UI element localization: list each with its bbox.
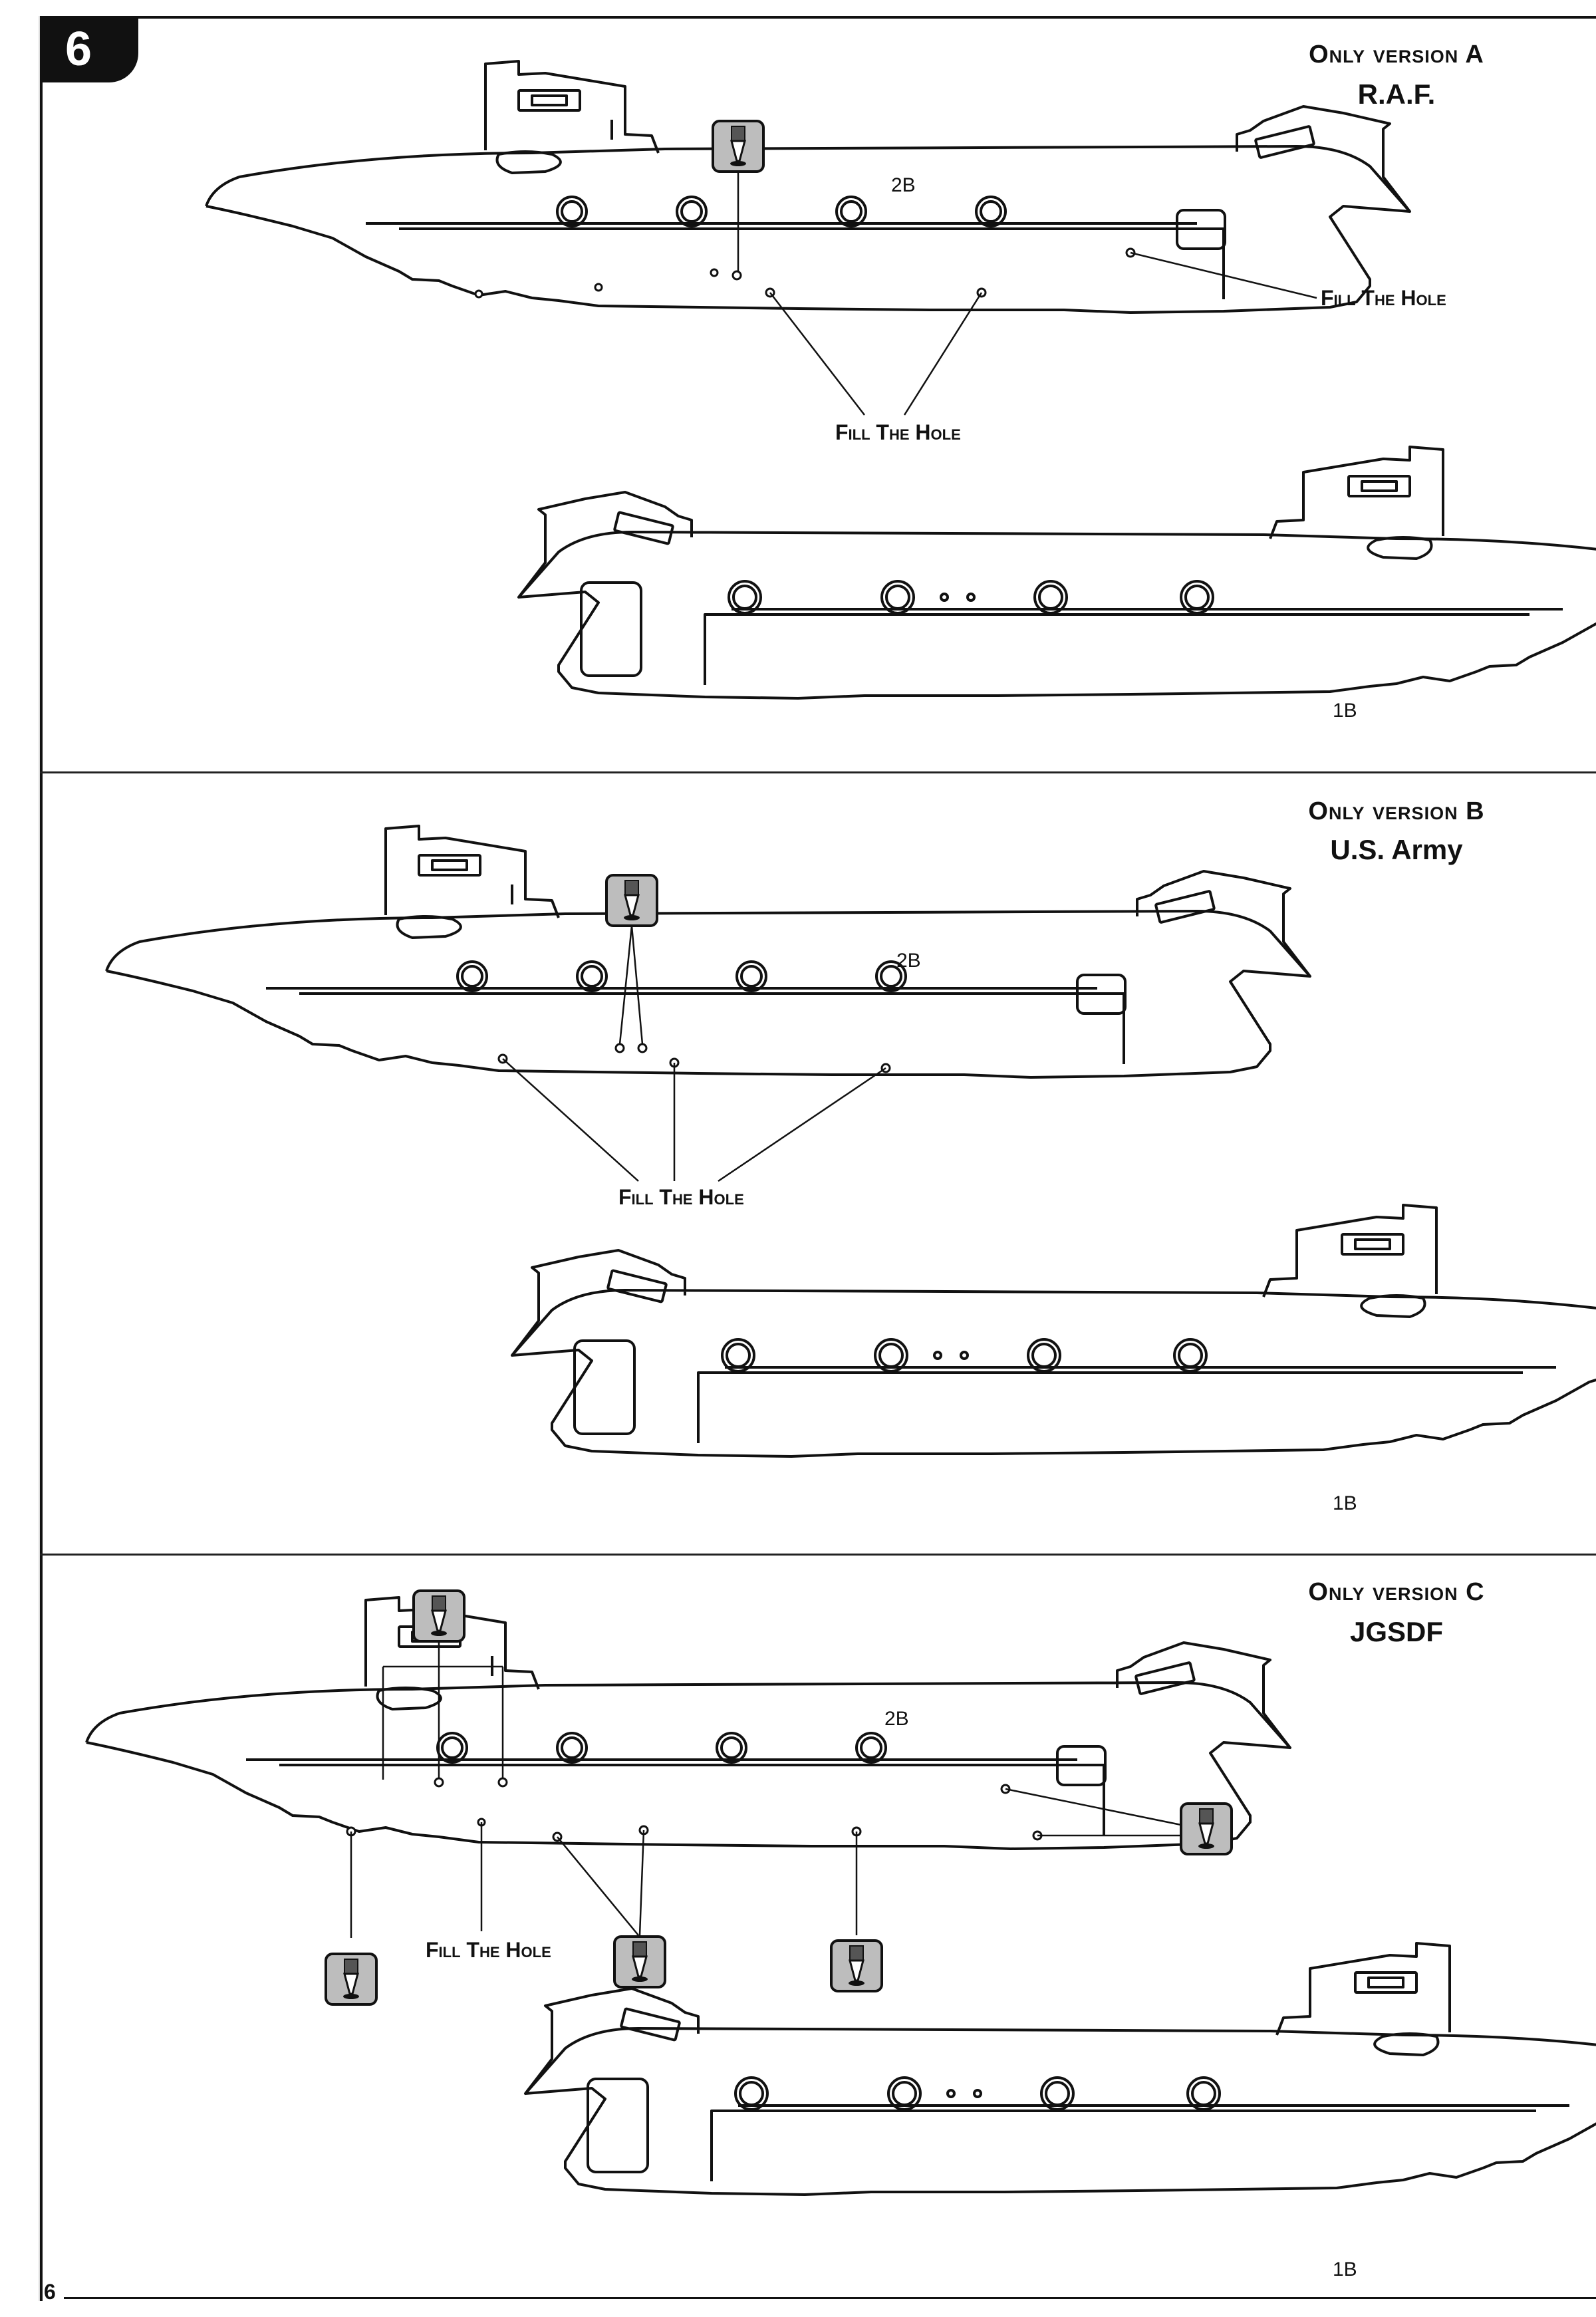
panel-divider — [40, 771, 1596, 773]
version-b-holes — [497, 1043, 891, 1073]
page-edge-shadow — [39, 16, 41, 2301]
fill-hole-callout-b: Fill The Hole — [618, 1185, 744, 1209]
drill-hole-icon — [605, 874, 658, 927]
version-b-title: Only version B — [1308, 797, 1485, 825]
step-number: 6 — [65, 23, 92, 76]
version-a-leaders — [737, 153, 1317, 416]
version-c-holes — [346, 1777, 1043, 1842]
version-c-title: Only version C — [1308, 1578, 1485, 1606]
version-b-leaders — [502, 925, 886, 1182]
version-b-right-half — [511, 1204, 1596, 1458]
drill-hole-icon — [830, 1939, 883, 1992]
version-a-right-half — [517, 446, 1596, 700]
page-number: 6 — [44, 2280, 56, 2304]
part-label-bottom-b: 1B — [1333, 1492, 1357, 1514]
version-b-name: U.S. Army — [1330, 834, 1463, 865]
drill-hole-icon — [325, 1953, 378, 2006]
version-a-left-half — [205, 60, 1411, 314]
panel-divider — [40, 1554, 1596, 1556]
drill-hole-icon — [613, 1935, 666, 1988]
part-label-bottom-a: 1B — [1333, 700, 1357, 722]
part-label-bottom-c: 1B — [1333, 2258, 1357, 2280]
part-label-top-c: 2B — [884, 1708, 909, 1730]
version-c-right-half — [524, 1942, 1596, 2196]
version-b-left-half — [105, 825, 1311, 1079]
bottom-rule — [64, 2297, 1596, 2299]
drill-hole-icon — [412, 1589, 466, 1643]
page-frame — [40, 16, 1596, 2301]
drill-hole-icon — [1180, 1802, 1233, 1855]
version-c-left-half — [85, 1596, 1291, 1850]
drill-hole-icon — [712, 120, 765, 173]
version-a-holes — [474, 247, 1136, 299]
version-a-name: R.A.F. — [1357, 78, 1436, 110]
fill-hole-callout-a-bottom: Fill The Hole — [835, 420, 961, 444]
version-c-leaders — [350, 1641, 1182, 1938]
version-a-title: Only version A — [1309, 41, 1484, 68]
part-label-top-b: 2B — [896, 950, 921, 972]
fill-hole-callout-c: Fill The Hole — [426, 1938, 551, 1962]
step-badge: 6 — [40, 16, 138, 82]
part-label-top-a: 2B — [891, 174, 916, 196]
version-c-name: JGSDF — [1349, 1616, 1444, 1647]
